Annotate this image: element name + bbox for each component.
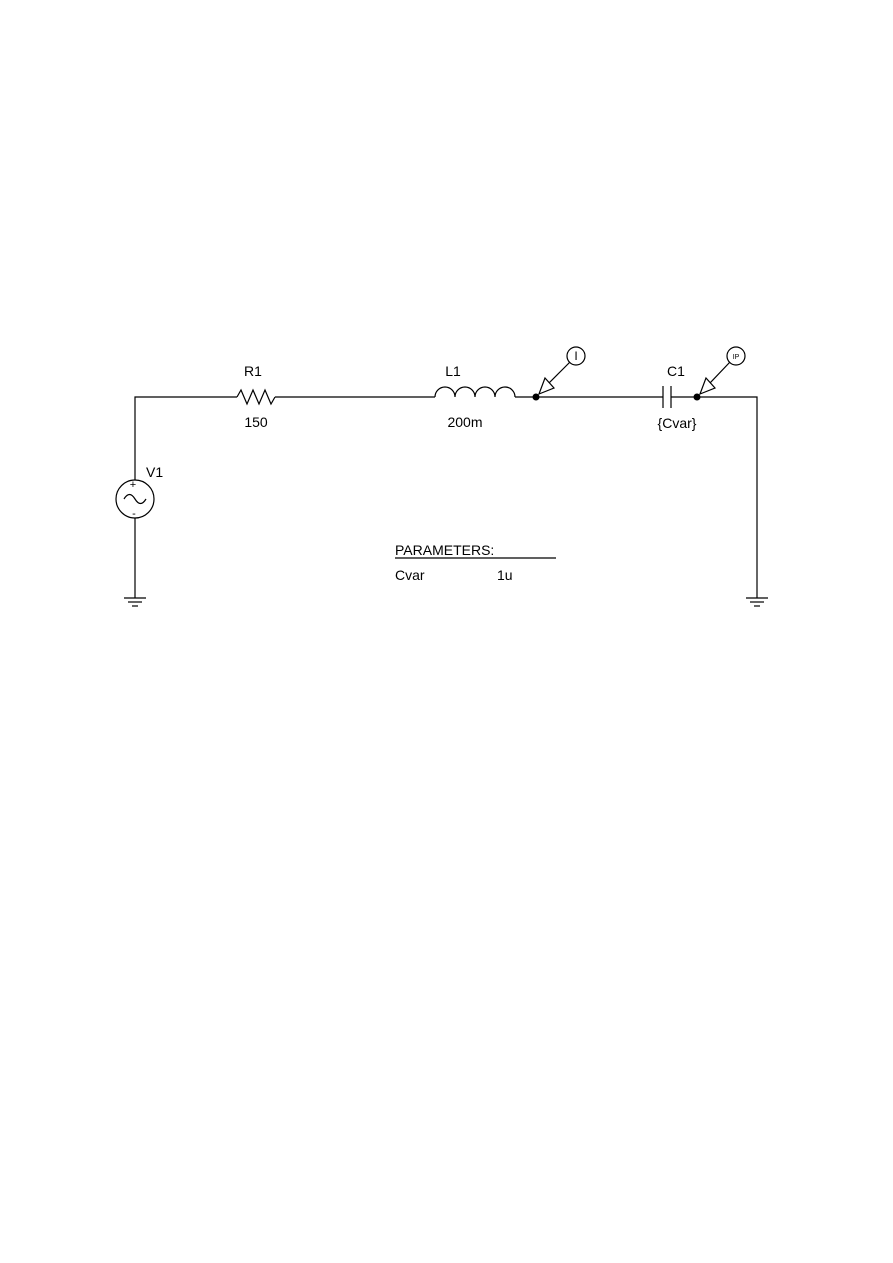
ground-right-icon	[746, 597, 768, 607]
power-probe-label: IP	[733, 354, 740, 361]
inductor-l1[interactable]: L1 200m	[434, 363, 516, 430]
sine-wave-icon	[123, 493, 147, 505]
resistor-r1-value: 150	[244, 414, 268, 430]
power-probe[interactable]: IP	[698, 346, 746, 396]
ground-left-icon	[124, 597, 146, 607]
current-probe-lead	[548, 361, 571, 384]
voltage-source-v1[interactable]: + - V1	[115, 464, 163, 520]
voltage-source-v1-plus: +	[130, 479, 136, 491]
inductor-l1-name: L1	[445, 363, 461, 379]
current-probe-label: I	[574, 349, 577, 363]
inductor-l1-value: 200m	[447, 414, 482, 430]
resistor-r1-name: R1	[244, 363, 262, 379]
inductor-l1-coils	[434, 386, 516, 398]
wire-left	[134, 396, 237, 480]
parameters-block[interactable]: PARAMETERS: Cvar 1u	[395, 542, 556, 583]
parameter-value: 1u	[497, 567, 513, 583]
capacitor-c1-value: {Cvar}	[658, 415, 697, 431]
voltage-source-v1-minus: -	[132, 508, 136, 520]
current-probe-arrow-icon	[537, 376, 556, 396]
capacitor-c1-name: C1	[667, 363, 685, 379]
junction-dot-current	[532, 393, 540, 401]
power-probe-arrow-icon	[698, 376, 717, 396]
current-probe[interactable]: I	[537, 346, 586, 396]
power-probe-circle	[726, 346, 746, 366]
resistor-r1-zigzag	[236, 388, 276, 406]
voltage-source-v1-circle	[115, 479, 155, 519]
current-probe-circle	[566, 346, 586, 366]
parameters-title: PARAMETERS:	[395, 542, 494, 558]
resistor-r1[interactable]: R1 150	[236, 363, 276, 430]
power-probe-lead	[709, 361, 731, 384]
voltage-source-v1-name: V1	[146, 464, 163, 480]
parameter-name: Cvar	[395, 567, 425, 583]
capacitor-c1[interactable]: C1 {Cvar}	[658, 363, 697, 431]
junction-dot-power	[693, 393, 701, 401]
